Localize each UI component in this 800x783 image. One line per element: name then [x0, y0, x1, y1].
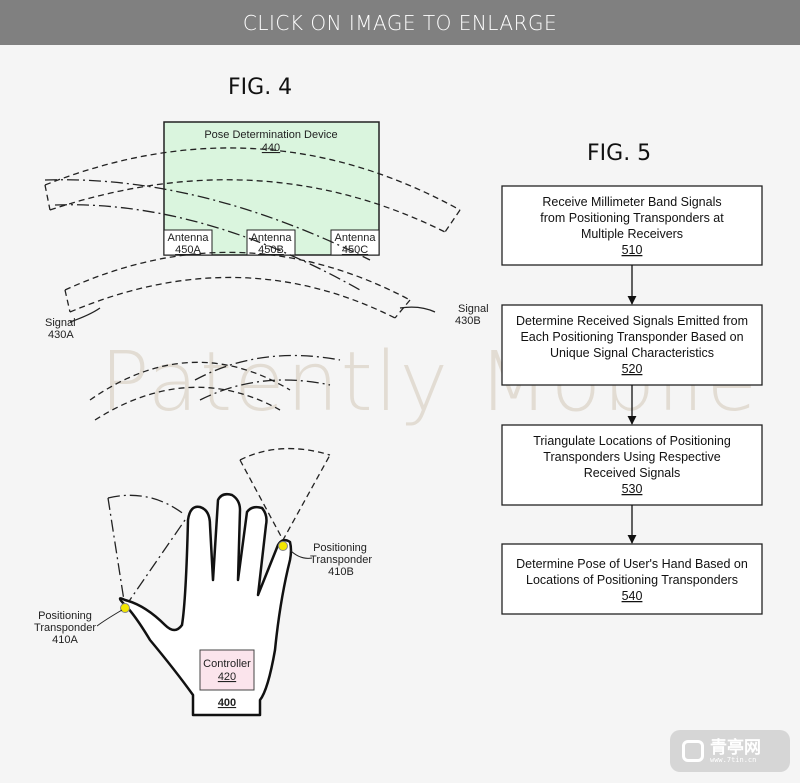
flow-step-520: Determine Received Signals Emitted from … [501, 304, 763, 386]
flow-step-530: Triangulate Locations of Positioning Tra… [501, 424, 763, 506]
hand-ref: 400 [218, 697, 236, 709]
step-ref: 530 [622, 482, 643, 496]
step-text: Triangulate Locations of Positioning [533, 434, 731, 448]
step-text: from Positioning Transponders at [540, 211, 724, 225]
flow-step-540: Determine Pose of User's Hand Based on L… [501, 543, 763, 615]
antenna-ref: 450B [258, 244, 284, 256]
transponder-b-ref: 410B [328, 566, 354, 578]
site-logo[interactable]: 青亭网 www.7tin.cn [670, 730, 790, 772]
step-text: Transponders Using Respective [543, 450, 720, 464]
logo-name: 青亭网 [710, 737, 761, 757]
step-text: Determine Received Signals Emitted from [516, 314, 748, 328]
signal-a-label: Signal [45, 317, 76, 329]
enlarge-banner[interactable]: CLICK ON IMAGE TO ENLARGE [0, 0, 800, 45]
antenna-ref: 450A [175, 244, 201, 256]
step-text: Unique Signal Characteristics [550, 346, 714, 360]
step-ref: 540 [622, 589, 643, 603]
signal-b-ref: 430B [455, 315, 481, 327]
step-text: Multiple Receivers [581, 227, 683, 241]
antenna-450c: Antenna 450C [330, 229, 380, 256]
controller-label: Controller [203, 658, 251, 670]
transponder-a-line2: Transponder [34, 622, 96, 634]
transponder-410a-dot [120, 603, 130, 613]
controller-ref: 420 [218, 671, 236, 683]
antenna-label: Antenna [251, 232, 293, 244]
step-ref: 520 [622, 362, 643, 376]
device-label: Pose Determination Device [204, 129, 337, 141]
step-text: Receive Millimeter Band Signals [542, 195, 721, 209]
hand-illustration [96, 492, 313, 717]
antenna-label: Antenna [168, 232, 210, 244]
logo-url: www.7tin.cn [710, 755, 757, 764]
transponder-410b-dot [278, 541, 288, 551]
antenna-450a: Antenna 450A [163, 229, 213, 256]
fig5-title: FIG. 5 [587, 141, 651, 166]
hexagon-logo-icon [682, 740, 704, 762]
pose-determination-device[interactable]: Pose Determination Device 440 Antenna 45… [163, 121, 380, 256]
step-text: Each Positioning Transponder Based on [520, 330, 743, 344]
enlarge-label: CLICK ON IMAGE TO ENLARGE [242, 10, 558, 35]
antenna-450b: Antenna 450B [246, 229, 296, 256]
transponder-b-line2: Transponder [310, 554, 372, 566]
device-ref: 440 [262, 142, 280, 154]
step-ref: 510 [622, 243, 643, 257]
transponder-a-line1: Positioning [38, 610, 92, 622]
step-text: Locations of Positioning Transponders [526, 573, 738, 587]
step-text: Received Signals [584, 466, 681, 480]
signal-a-ref: 430A [48, 329, 74, 341]
step-text: Determine Pose of User's Hand Based on [516, 557, 748, 571]
transponder-b-line1: Positioning [313, 542, 367, 554]
signal-b-label: Signal [458, 303, 489, 315]
flow-step-510: Receive Millimeter Band Signals from Pos… [501, 185, 763, 266]
controller-box [199, 649, 255, 691]
antenna-ref: 450C [342, 244, 368, 256]
transponder-a-ref: 410A [52, 634, 78, 646]
fig4-title: FIG. 4 [228, 75, 292, 100]
antenna-label: Antenna [335, 232, 377, 244]
